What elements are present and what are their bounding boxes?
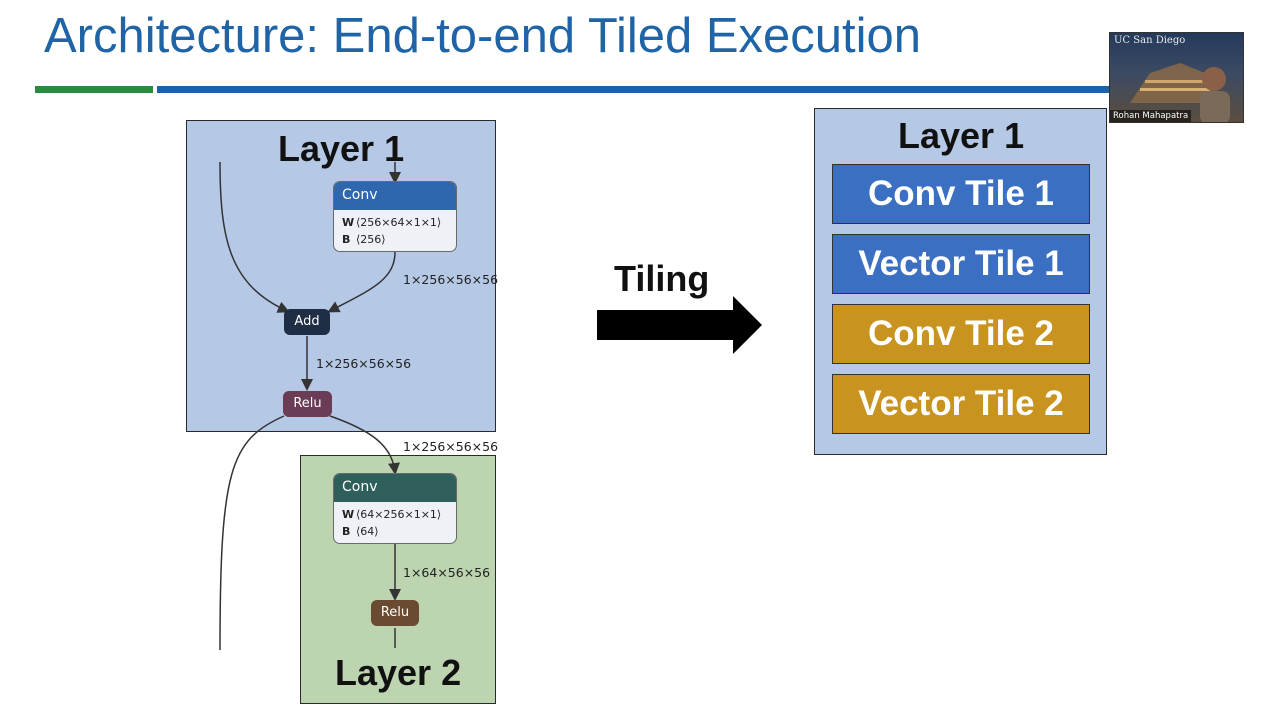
relu1-node: Relu	[283, 391, 332, 417]
tiled-layer-box: Layer 1 Conv Tile 1 Vector Tile 1 Conv T…	[814, 108, 1107, 455]
tile-conv-1: Conv Tile 1	[832, 164, 1090, 224]
speaker-name-label: Rohan Mahapatra	[1110, 110, 1192, 122]
edge-relu-skip-out	[219, 415, 285, 651]
tile-vector-2: Vector Tile 2	[832, 374, 1090, 434]
conv1-b-key: B	[342, 233, 351, 246]
tiling-label: Tiling	[614, 258, 710, 299]
conv2-w-value: ⟨64×256×1×1⟩	[356, 508, 442, 521]
tiled-layer-title: Layer 1	[898, 115, 1025, 156]
conv1-w-value: ⟨256×64×1×1⟩	[356, 216, 442, 229]
title-rule-green	[35, 86, 153, 93]
tiling-arrow	[597, 296, 762, 354]
conv2-b-value: ⟨64⟩	[356, 525, 379, 538]
add-node: Add	[284, 309, 330, 335]
conv1-b-value: ⟨256⟩	[356, 233, 386, 246]
speaker-webcam: UC San Diego Rohan Mahapatra	[1109, 32, 1244, 123]
add-out-shape: 1×256×56×56	[316, 356, 412, 371]
conv2-node-head: Conv	[334, 474, 456, 502]
conv2-b-key: B	[342, 525, 351, 538]
conv1-node-head: Conv	[334, 182, 456, 210]
conv2-node-params: W⟨64×256×1×1⟩ B ⟨64⟩	[334, 502, 456, 543]
slide-title: Architecture: End-to-end Tiled Execution	[44, 9, 922, 63]
conv1-node-params: W⟨256×64×1×1⟩ B ⟨256⟩	[334, 210, 456, 251]
conv2-node: Conv W⟨64×256×1×1⟩ B ⟨64⟩	[333, 473, 457, 544]
layer1-title: Layer 1	[278, 128, 405, 169]
relu1-out-shape: 1×256×56×56	[403, 439, 499, 454]
building-silhouette-icon	[1130, 63, 1230, 122]
conv1-w-key: W	[342, 216, 355, 229]
conv1-out-shape: 1×256×56×56	[403, 272, 499, 287]
conv2-out-shape: 1×64×56×56	[403, 565, 491, 580]
conv1-node: Conv W⟨256×64×1×1⟩ B ⟨256⟩	[333, 181, 457, 252]
relu2-node: Relu	[371, 600, 419, 626]
layer2-title: Layer 2	[335, 652, 462, 693]
webcam-brand: UC San Diego	[1114, 35, 1186, 46]
conv2-w-key: W	[342, 508, 355, 521]
tile-conv-2: Conv Tile 2	[832, 304, 1090, 364]
title-rule-blue	[157, 86, 1112, 93]
tile-vector-1: Vector Tile 1	[832, 234, 1090, 294]
